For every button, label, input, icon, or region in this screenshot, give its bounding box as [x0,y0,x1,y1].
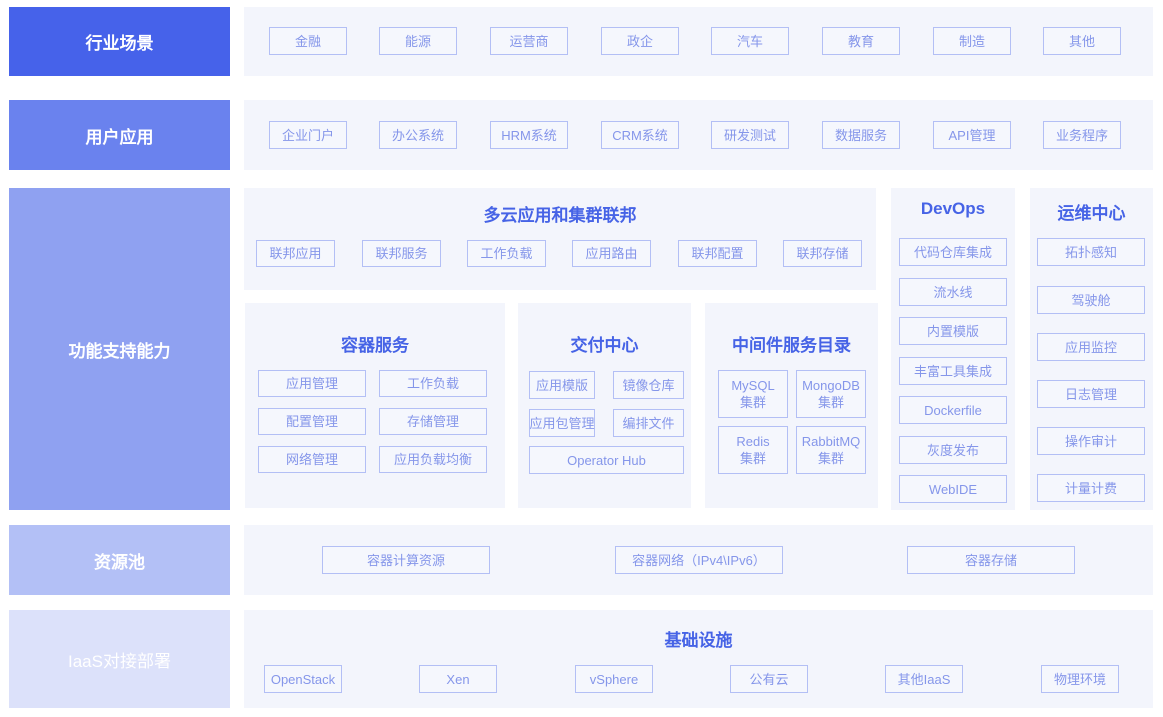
industry-item[interactable]: 运营商 [490,27,568,55]
devops-item[interactable]: WebIDE [899,475,1007,503]
layer-label-apps: 用户应用 [9,100,230,170]
container-item[interactable]: 存储管理 [379,408,487,435]
federation-title: 多云应用和集群联邦 [483,206,637,225]
container-item[interactable]: 应用管理 [258,370,366,397]
devops-title: DevOps [920,199,986,218]
ops-item[interactable]: 日志管理 [1037,380,1145,408]
item-name: MySQL [731,378,775,393]
industry-item[interactable]: 汽车 [711,27,789,55]
industry-item[interactable]: 能源 [379,27,457,55]
item-name: RabbitMQ [801,434,861,449]
iaas-item[interactable]: OpenStack [264,665,342,693]
resource-item[interactable]: 容器网络（IPv4\IPv6） [615,546,783,574]
ops-item[interactable]: 操作审计 [1037,427,1145,455]
item-sub: 集群 [817,451,844,466]
middleware-item[interactable]: RabbitMQ 集群 [796,426,866,474]
iaas-title: 基础设施 [664,631,733,650]
item-sub: 集群 [739,395,766,410]
app-item[interactable]: CRM系统 [601,121,679,149]
app-item[interactable]: 数据服务 [822,121,900,149]
devops-item[interactable]: 灰度发布 [899,436,1007,464]
industry-item[interactable]: 政企 [601,27,679,55]
delivery-item[interactable]: 应用包管理 [529,409,595,437]
resource-item[interactable]: 容器计算资源 [322,546,490,574]
app-item[interactable]: 研发测试 [711,121,789,149]
container-item[interactable]: 工作负载 [379,370,487,397]
layer-label-capability: 功能支持能力 [9,188,230,510]
federation-item[interactable]: 联邦配置 [678,240,757,267]
item-name: MongoDB [802,378,860,393]
ops-title: 运维中心 [1057,204,1126,223]
iaas-item[interactable]: 其他IaaS [885,665,963,693]
federation-panel [244,188,876,290]
app-item[interactable]: 业务程序 [1043,121,1121,149]
layer-label-resources: 资源池 [9,525,230,595]
middleware-item[interactable]: MongoDB 集群 [796,370,866,418]
layer-label-iaas: IaaS对接部署 [9,610,230,708]
delivery-item[interactable]: Operator Hub [529,446,684,474]
industry-item[interactable]: 教育 [822,27,900,55]
container-item[interactable]: 应用负载均衡 [379,446,487,473]
item-name: Redis [736,434,770,449]
iaas-item[interactable]: vSphere [575,665,653,693]
industry-item[interactable]: 其他 [1043,27,1121,55]
middleware-title: 中间件服务目录 [732,336,851,355]
industry-item[interactable]: 制造 [933,27,1011,55]
iaas-item[interactable]: Xen [419,665,497,693]
container-item[interactable]: 网络管理 [258,446,366,473]
item-sub: 集群 [739,451,766,466]
middleware-item[interactable]: MySQL 集群 [718,370,788,418]
federation-item[interactable]: 联邦服务 [362,240,441,267]
app-item[interactable]: 办公系统 [379,121,457,149]
federation-item[interactable]: 联邦存储 [783,240,862,267]
container-item[interactable]: 配置管理 [258,408,366,435]
iaas-item[interactable]: 物理环境 [1041,665,1119,693]
app-item[interactable]: 企业门户 [269,121,347,149]
federation-item[interactable]: 工作负载 [467,240,546,267]
devops-item[interactable]: 丰富工具集成 [899,357,1007,385]
middleware-item[interactable]: Redis 集群 [718,426,788,474]
item-sub: 集群 [817,395,844,410]
ops-item[interactable]: 应用监控 [1037,333,1145,361]
delivery-item[interactable]: 编排文件 [613,409,684,437]
delivery-title: 交付中心 [570,336,639,355]
federation-item[interactable]: 联邦应用 [256,240,335,267]
ops-item[interactable]: 拓扑感知 [1037,238,1145,266]
delivery-item[interactable]: 镜像仓库 [613,371,684,399]
industry-item[interactable]: 金融 [269,27,347,55]
iaas-panel [244,610,1153,708]
app-item[interactable]: HRM系统 [490,121,568,149]
devops-item[interactable]: 流水线 [899,278,1007,306]
container-panel [245,303,505,508]
delivery-item[interactable]: 应用模版 [529,371,595,399]
ops-item[interactable]: 驾驶舱 [1037,286,1145,314]
resource-item[interactable]: 容器存储 [907,546,1075,574]
app-item[interactable]: API管理 [933,121,1011,149]
container-title: 容器服务 [341,336,409,355]
devops-item[interactable]: 内置模版 [899,317,1007,345]
devops-item[interactable]: Dockerfile [899,396,1007,424]
iaas-item[interactable]: 公有云 [730,665,808,693]
devops-item[interactable]: 代码仓库集成 [899,238,1007,266]
layer-label-industry: 行业场景 [9,7,230,76]
ops-item[interactable]: 计量计费 [1037,474,1145,502]
federation-item[interactable]: 应用路由 [572,240,651,267]
